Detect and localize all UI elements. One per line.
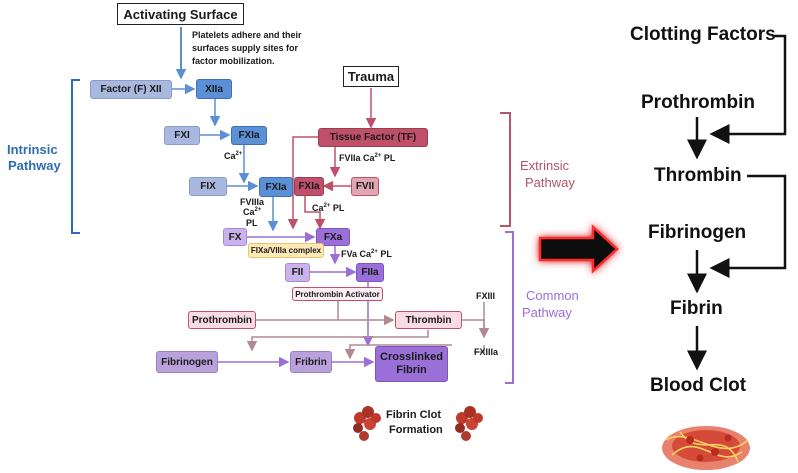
fixa-label: FXIa bbox=[265, 181, 287, 193]
fxi-label: FXI bbox=[174, 130, 190, 141]
extrinsic-bracket bbox=[500, 112, 511, 227]
fxi-box: FXI bbox=[164, 126, 200, 145]
intrinsic-bracket bbox=[71, 79, 80, 234]
fibrin-right-label: Fibrin bbox=[670, 298, 723, 319]
cofactor-fviiia: FVIIIa bbox=[240, 197, 265, 207]
activating-surface-box: Activating Surface bbox=[117, 3, 244, 25]
fiia-box: FIIa bbox=[356, 263, 384, 282]
fiia-label: FIIa bbox=[361, 267, 379, 278]
thrombin-right-label: Thrombin bbox=[654, 165, 742, 186]
fx-box: FX bbox=[223, 228, 247, 246]
fxii-label: Factor (F) XII bbox=[100, 84, 162, 95]
arrow-clotting-to-prothrombin-loop bbox=[709, 34, 787, 144]
activating-surface-label: Activating Surface bbox=[123, 6, 238, 22]
platelet-note-line3: factor mobilization. bbox=[192, 56, 275, 66]
fxia-extrinsic-label: FXIa bbox=[298, 181, 320, 192]
fibrinogen-label: Fibrinogen bbox=[161, 356, 213, 368]
tissue-factor-box: Tissue Factor (TF) bbox=[318, 128, 428, 147]
arrow-tf-to-fxa bbox=[287, 136, 318, 230]
intrinsic-label-2: Pathway bbox=[8, 158, 61, 173]
cofactor-fva: FVa Ca2+ PL bbox=[341, 249, 392, 259]
fribrin-label: Fribrin bbox=[295, 356, 327, 368]
fxiii-label: FXIII bbox=[476, 291, 496, 301]
arrow-fviia-to-fxa bbox=[304, 196, 326, 230]
arrow-thrombin-to-fibrinogen bbox=[246, 330, 429, 352]
fii-box: FII bbox=[285, 263, 310, 282]
cofactor-pl-2: PL bbox=[246, 218, 258, 228]
intrinsic-label-1: Intrinsic bbox=[7, 142, 58, 157]
fxii-box: Factor (F) XII bbox=[90, 80, 172, 99]
arrow-fxiiia-to-fibrin bbox=[344, 344, 452, 360]
fvii-box: FVII bbox=[351, 177, 379, 196]
fixa-box: FXIa bbox=[259, 177, 293, 197]
cofactor-ca-1: Ca2+ bbox=[224, 151, 243, 161]
fibrinogen-box: Fibrinogen bbox=[156, 351, 218, 373]
crosslinked-label-2: Fibrin bbox=[396, 364, 427, 376]
arrow-thrombin-right bbox=[462, 319, 490, 339]
extrinsic-label-2: Pathway bbox=[525, 175, 575, 190]
platelet-note-line1: Platelets adhere and their bbox=[192, 30, 302, 40]
common-label-1: Common bbox=[526, 288, 579, 303]
fxia-label: FXIa bbox=[238, 130, 260, 141]
trauma-box: Trauma bbox=[343, 66, 399, 87]
line-fxiiia bbox=[474, 345, 485, 353]
fibrin-clot-label: Fibrin Clot bbox=[386, 409, 441, 421]
fxia-box: FXIa bbox=[231, 126, 267, 145]
extrinsic-label-1: Extrinsic bbox=[520, 158, 570, 173]
big-right-arrow bbox=[538, 224, 619, 274]
fvii-label: FVII bbox=[355, 181, 375, 192]
fxia-extrinsic-box: FXIa bbox=[294, 177, 324, 196]
fxa-box: FXa bbox=[316, 228, 350, 246]
fix-label: FIX bbox=[200, 181, 216, 192]
fribrin-box: Fribrin bbox=[290, 351, 332, 373]
arrow-thrombin-loop bbox=[709, 174, 787, 278]
fixa-viiia-complex-box: FIXa/VIIIa complex bbox=[248, 243, 324, 258]
clot-icon-left bbox=[353, 406, 381, 441]
platelet-note-line2: surfaces supply sites for bbox=[192, 43, 299, 53]
trauma-label: Trauma bbox=[347, 69, 395, 84]
complex-label: FIXa/VIIIa complex bbox=[250, 246, 322, 255]
fix-box: FIX bbox=[189, 177, 227, 196]
clot-icon-right bbox=[455, 406, 483, 441]
fxiia-box: XIIa bbox=[196, 79, 232, 99]
common-bracket bbox=[505, 231, 514, 384]
prothrombin-label: Prothrombin bbox=[192, 314, 252, 326]
cofactor-ca-2: Ca2+ bbox=[243, 207, 262, 217]
thrombin-label: Thrombin bbox=[405, 314, 452, 326]
fxa-label: FXa bbox=[323, 231, 343, 243]
common-label-2: Pathway bbox=[522, 305, 572, 320]
fibrinogen-right-label: Fibrinogen bbox=[648, 222, 747, 243]
prothrombin-activator-label: Prothrombin Activator bbox=[295, 289, 380, 299]
prothrombin-box: Prothrombin bbox=[188, 311, 256, 329]
blood-clot-icon bbox=[662, 426, 750, 470]
crosslinked-label-1: Crosslinked bbox=[380, 351, 443, 363]
tissue-factor-label: Tissue Factor (TF) bbox=[329, 132, 417, 143]
fxiia-label: XIIa bbox=[205, 83, 223, 95]
clotting-factors-label: Clotting Factors bbox=[630, 24, 776, 45]
thrombin-box: Thrombin bbox=[395, 311, 462, 329]
cofactor-ca-3: Ca2+ PL bbox=[312, 203, 345, 213]
fx-label: FX bbox=[228, 231, 242, 243]
prothrombin-right-label: Prothrombin bbox=[641, 92, 755, 113]
formation-label: Formation bbox=[389, 424, 443, 436]
cofactor-fviia-row: FVIIa Ca2+ PL bbox=[339, 153, 396, 163]
fii-label: FII bbox=[291, 267, 304, 278]
blood-clot-label: Blood Clot bbox=[650, 375, 747, 396]
fxiiia-label: FXIIIa bbox=[474, 347, 499, 357]
prothrombin-activator-box: Prothrombin Activator bbox=[292, 287, 383, 301]
